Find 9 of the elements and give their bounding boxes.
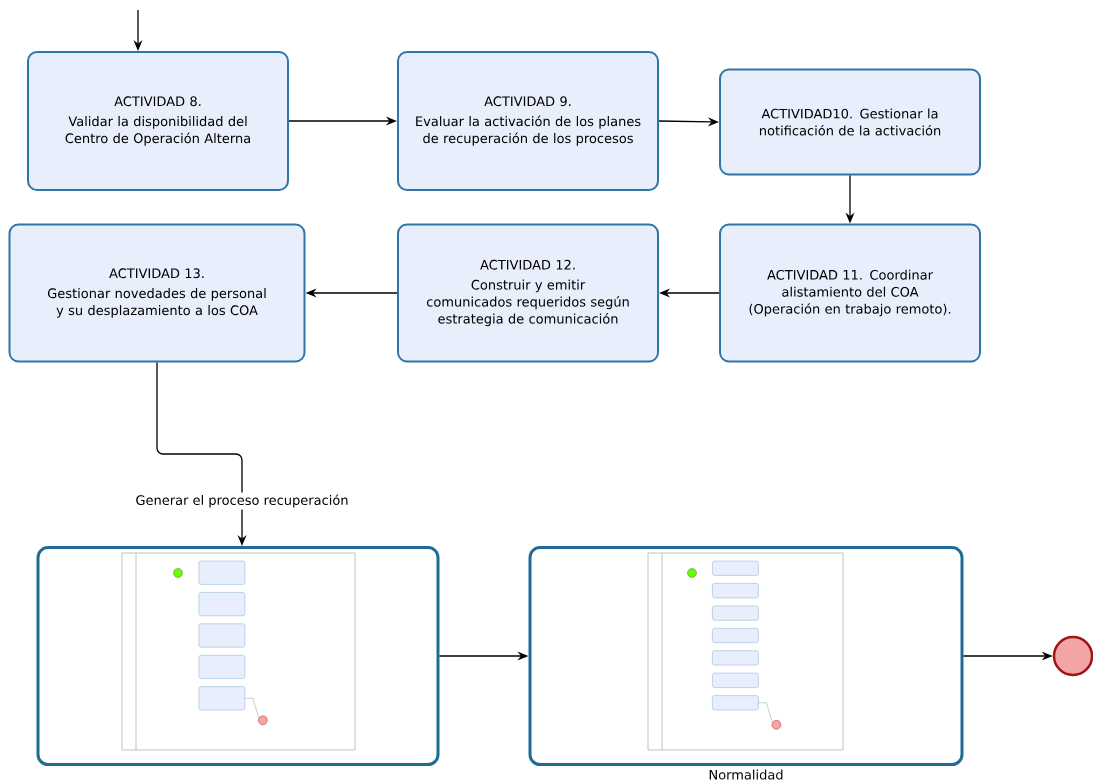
activity-box: ACTIVIDAD 13. Gestionar novedades de personal y su desplazamiento a los COA xyxy=(8,223,306,363)
activity-box: ACTIVIDAD 9. Evaluar la activación de los planes de recuperación de los procesos xyxy=(397,51,659,191)
edge-label: Generar el proceso recuperación xyxy=(133,492,351,510)
activity-box: ACTIVIDAD 11. Coordinar alistamiento del COA (Operación en trabajo remoto). xyxy=(719,223,981,363)
activity-box: ACTIVIDAD 12. Construir y emitir comunicados requeridos según estrategia de comunicación xyxy=(397,223,659,363)
end-event-circle xyxy=(1052,635,1093,677)
activity-box: ACTIVIDAD 8. Validar la disponibilidad del Centro de Operación Alterna xyxy=(27,51,289,191)
activity-box: ACTIVIDAD10. Gestionar la notificación de la activación xyxy=(719,68,981,176)
caption-text: Normalidad xyxy=(709,769,783,780)
